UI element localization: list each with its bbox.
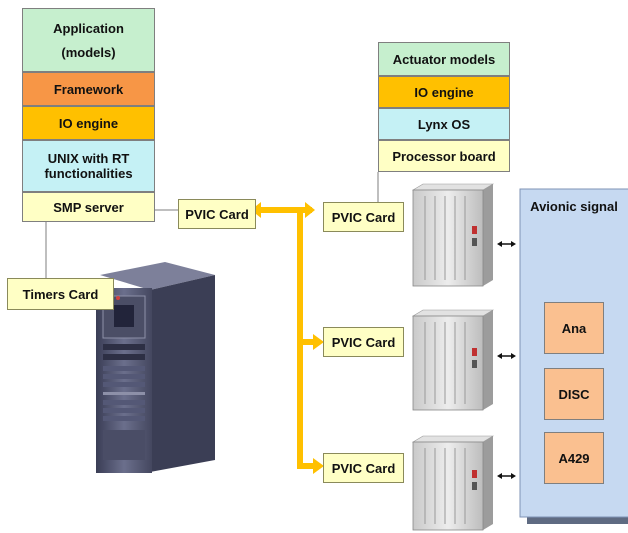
- lynx-os-box: Lynx OS: [378, 108, 510, 140]
- timers-card-box: Timers Card: [7, 278, 114, 310]
- models-label: (models): [61, 44, 116, 60]
- processor-board-box: Processor board: [378, 140, 510, 172]
- application-models-box: Application (models): [22, 8, 155, 72]
- bus-branch-2: [300, 339, 314, 345]
- pvic-card-1: PVIC Card: [323, 202, 404, 232]
- host-link-arrowhead-left: [251, 202, 261, 218]
- actuator-io-engine-box: IO engine: [378, 76, 510, 108]
- bus-arrowhead-3: [313, 458, 324, 474]
- bus-branch-3: [300, 463, 314, 469]
- unix-label-line2: functionalities: [44, 166, 133, 181]
- equipment-crate-2: [411, 309, 495, 411]
- application-label: Application: [53, 20, 124, 36]
- host-link-bar: [258, 207, 306, 213]
- equipment-crate-1: [411, 183, 495, 287]
- unix-rt-box: UNIX with RT functionalities: [22, 140, 155, 192]
- signal-box-ana: Ana: [544, 302, 604, 354]
- framework-box: Framework: [22, 72, 155, 106]
- pvic-card-2: PVIC Card: [323, 327, 404, 357]
- signal-box-disc: DISC: [544, 368, 604, 420]
- signal-box-a429: A429: [544, 432, 604, 484]
- unix-label-line1: UNIX with RT: [47, 151, 130, 166]
- server-tower-image: [96, 262, 215, 473]
- crate-signal-arrows: [497, 241, 516, 479]
- actuator-models-box: Actuator models: [378, 42, 510, 76]
- pvic-bus-arrows: [251, 202, 324, 474]
- pvic-card-host: PVIC Card: [178, 199, 256, 229]
- pvic-card-3: PVIC Card: [323, 453, 404, 483]
- smp-server-box: SMP server: [22, 192, 155, 222]
- equipment-crate-3: [411, 435, 495, 531]
- bus-arrowhead-2: [313, 334, 324, 350]
- avionic-signal-title: Avionic signal: [530, 199, 618, 214]
- io-engine-box: IO engine: [22, 106, 155, 140]
